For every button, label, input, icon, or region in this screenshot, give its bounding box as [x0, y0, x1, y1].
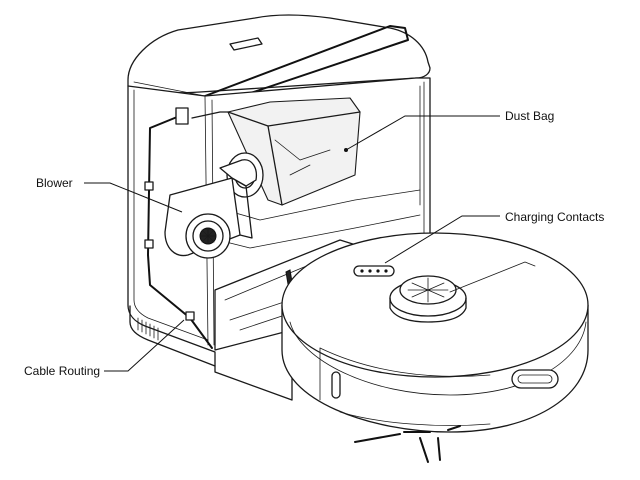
leader-dust-bag [345, 115, 500, 151]
blower [164, 159, 258, 259]
robot-vacuum [281, 232, 589, 463]
lid-handle [229, 37, 263, 51]
carry-handle [204, 25, 409, 105]
side-button [331, 371, 341, 399]
cable-routing [144, 107, 229, 349]
leader-blower [84, 182, 183, 213]
front-window [511, 369, 559, 389]
leader-charging-contacts [384, 215, 500, 264]
leader-cable-routing [104, 319, 185, 372]
label-blower: Blower [36, 176, 73, 190]
label-dust-bag: Dust Bag [505, 109, 555, 123]
vent-grille [137, 317, 159, 341]
label-cable-routing: Cable Routing [24, 364, 101, 378]
leader-lines [84, 115, 500, 372]
charging-contacts [353, 265, 395, 277]
side-brushes [354, 425, 461, 463]
station-lid [127, 14, 431, 94]
label-charging-contacts: Charging Contacts [505, 210, 605, 224]
